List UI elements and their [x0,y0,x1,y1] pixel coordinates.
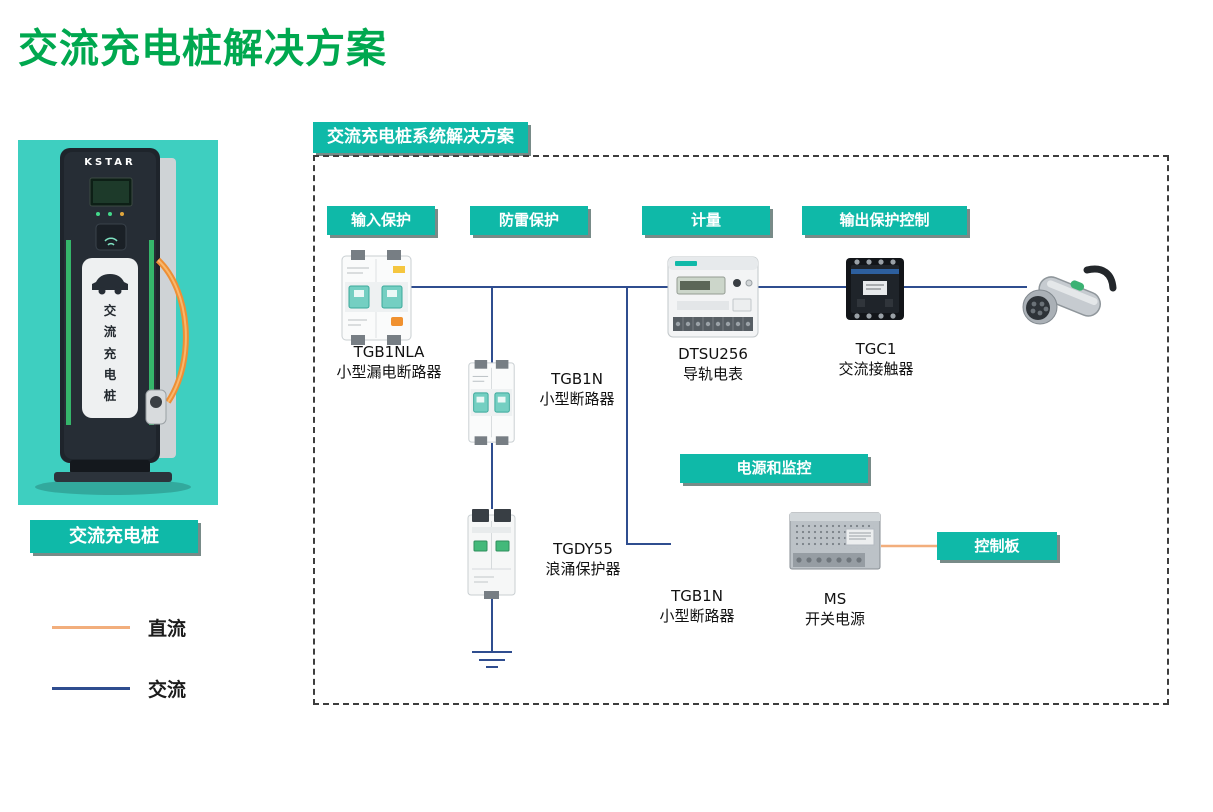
label-ac-contactor: TGC1 交流接触器 [815,340,937,379]
main-leakage-breaker-image [339,250,414,345]
component-desc: 导轨电表 [682,364,743,383]
ac-contactor-image [843,255,907,323]
switching-power-supply-image [788,505,883,577]
legend-item-ac: 交流 [52,675,272,702]
component-desc: 小型断路器 [539,389,615,408]
dc-line-swatch [52,626,130,629]
badge-power-monitoring: 电源和监控 [680,454,868,483]
spd-branch-breaker-image [464,360,519,445]
page-title: 交流充电桩解决方案 [18,26,387,72]
label-power-supply: MS 开关电源 [781,590,889,629]
component-desc: 浪涌保护器 [545,559,621,578]
charger-vertical-label: 交流充电桩 [103,303,117,403]
badge-output-protection: 输出保护控制 [802,206,967,235]
badge-control-board: 控制板 [937,532,1057,560]
charger-brand-logo: KSTAR [84,157,136,168]
diagram-title-badge: 交流充电桩系统解决方案 [313,122,528,153]
badge-input-protection: 输入保护 [327,206,435,235]
component-model: TGB1N [671,587,723,605]
ac-line-swatch [52,687,130,690]
legend-item-dc: 直流 [52,614,272,641]
label-surge-protector: TGDY55 浪涌保护器 [527,540,639,579]
label-aux-breaker: TGB1N 小型断路器 [633,587,761,626]
label-spd-breaker: TGB1N 小型断路器 [521,370,633,409]
diagram-box: 输入保护 防雷保护 计量 输出保护控制 电源和监控 控制板 [313,155,1169,705]
charger-caption-badge: 交流充电桩 [30,520,198,553]
dc-label: 直流 [148,618,187,640]
badge-surge-protection: 防雷保护 [470,206,588,235]
legend: 直流 交流 [52,614,272,736]
component-desc: 交流接触器 [838,359,914,378]
component-desc: 开关电源 [804,609,865,628]
charger-photo: KSTAR 交流充电桩 [18,140,218,505]
wire-to-aux-breaker [626,287,671,545]
charging-gun-image [1013,252,1118,332]
label-main-breaker: TGB1NLA 小型漏电断路器 [315,343,463,382]
component-model: TGB1N [551,370,603,388]
energy-meter-image [665,253,761,341]
component-model: TGB1NLA [353,343,425,361]
badge-metering: 计量 [642,206,770,235]
component-model: TGC1 [855,340,897,358]
charging-station-illustration [35,148,191,495]
label-energy-meter: DTSU256 导轨电表 [653,345,773,384]
component-model: DTSU256 [678,345,748,363]
component-desc: 小型漏电断路器 [336,362,442,381]
ac-label: 交流 [148,679,187,701]
component-desc: 小型断路器 [659,606,735,625]
surge-protector-image [464,507,519,599]
component-model: MS [823,590,847,608]
component-model: TGDY55 [553,540,613,558]
